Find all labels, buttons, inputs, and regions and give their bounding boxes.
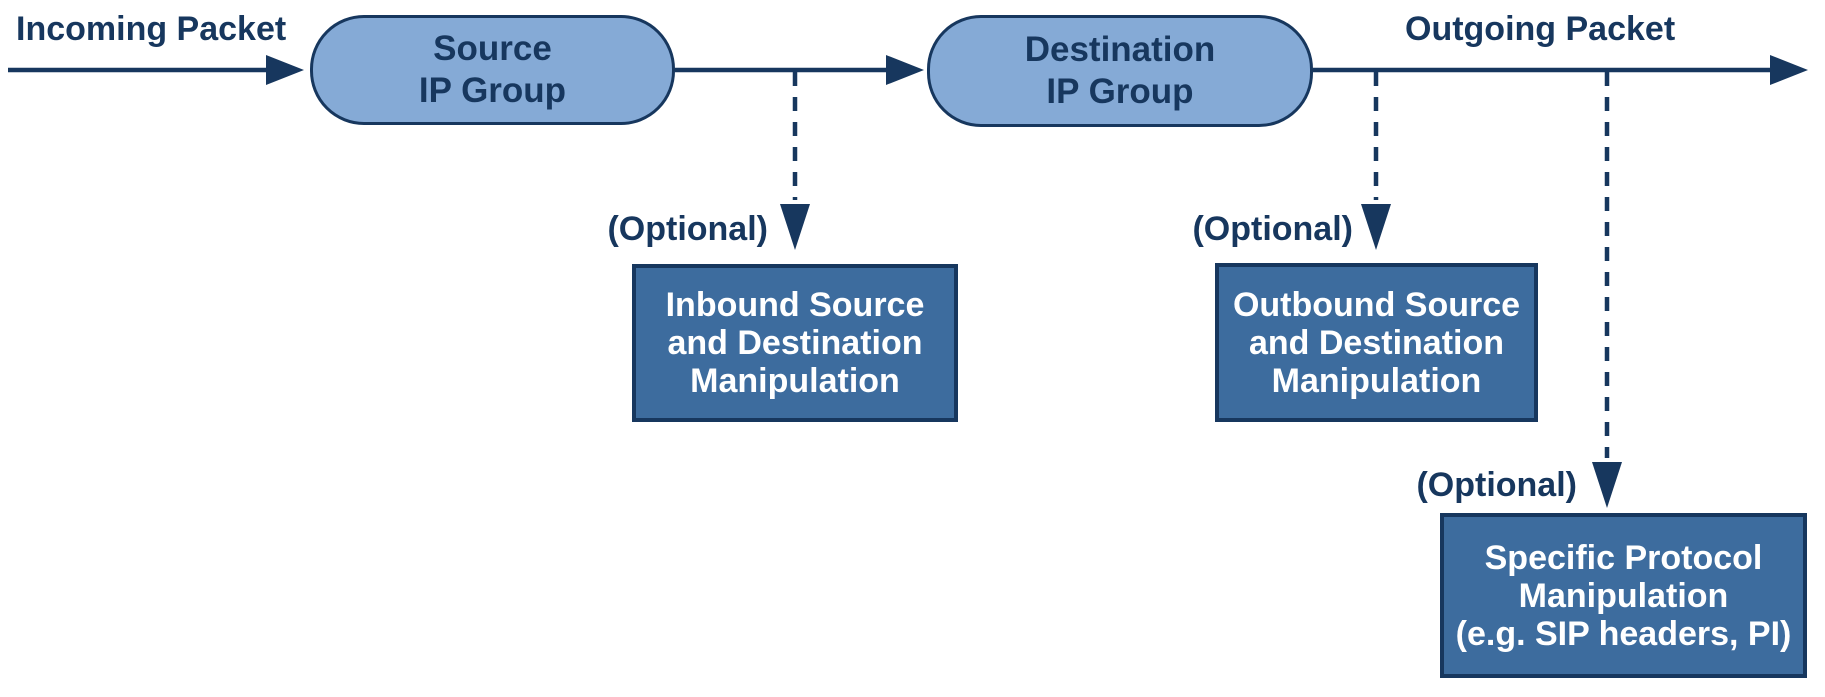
- outgoing-packet-arrow: [1313, 55, 1808, 85]
- outbound-manipulation-line3: Manipulation: [1271, 361, 1482, 400]
- inbound-manipulation-line3: Manipulation: [690, 362, 900, 400]
- incoming-packet-label: Incoming Packet: [16, 10, 287, 48]
- outbound-manipulation-line2: and Destination: [1248, 323, 1505, 362]
- specific-protocol-line3: (e.g. SIP headers, PI): [1455, 614, 1792, 653]
- incoming-packet-arrow: [8, 55, 304, 85]
- specific-protocol-line1: Specific Protocol: [1484, 538, 1763, 577]
- source-to-destination-arrow: [675, 55, 924, 85]
- source-ip-group-node: Source IP Group: [310, 15, 675, 125]
- inbound-manipulation-node: Inbound Source and Destination Manipulat…: [632, 264, 958, 422]
- outgoing-packet-label: Outgoing Packet: [1405, 10, 1676, 48]
- optional-branch-outbound-arrow: [1361, 72, 1391, 250]
- optional-label-outbound: (Optional): [1192, 210, 1353, 248]
- outbound-manipulation-line1: Outbound Source: [1232, 285, 1521, 324]
- source-ip-group-line1: Source: [433, 29, 552, 68]
- optional-label-inbound: (Optional): [607, 210, 768, 248]
- destination-ip-group-line2: IP Group: [1046, 72, 1194, 111]
- optional-label-specific: (Optional): [1416, 466, 1577, 504]
- inbound-manipulation-line1: Inbound Source: [665, 286, 925, 324]
- destination-ip-group-line1: Destination: [1024, 30, 1216, 69]
- specific-protocol-manipulation-node: Specific Protocol Manipulation (e.g. SIP…: [1440, 513, 1807, 678]
- inbound-manipulation-line2: and Destination: [667, 324, 923, 362]
- optional-branch-inbound-arrow: [780, 72, 810, 250]
- destination-ip-group-node: Destination IP Group: [927, 15, 1313, 127]
- specific-protocol-line2: Manipulation: [1518, 576, 1729, 615]
- source-ip-group-line2: IP Group: [418, 71, 567, 110]
- optional-branch-specific-arrow: [1592, 72, 1622, 508]
- outbound-manipulation-node: Outbound Source and Destination Manipula…: [1215, 263, 1538, 422]
